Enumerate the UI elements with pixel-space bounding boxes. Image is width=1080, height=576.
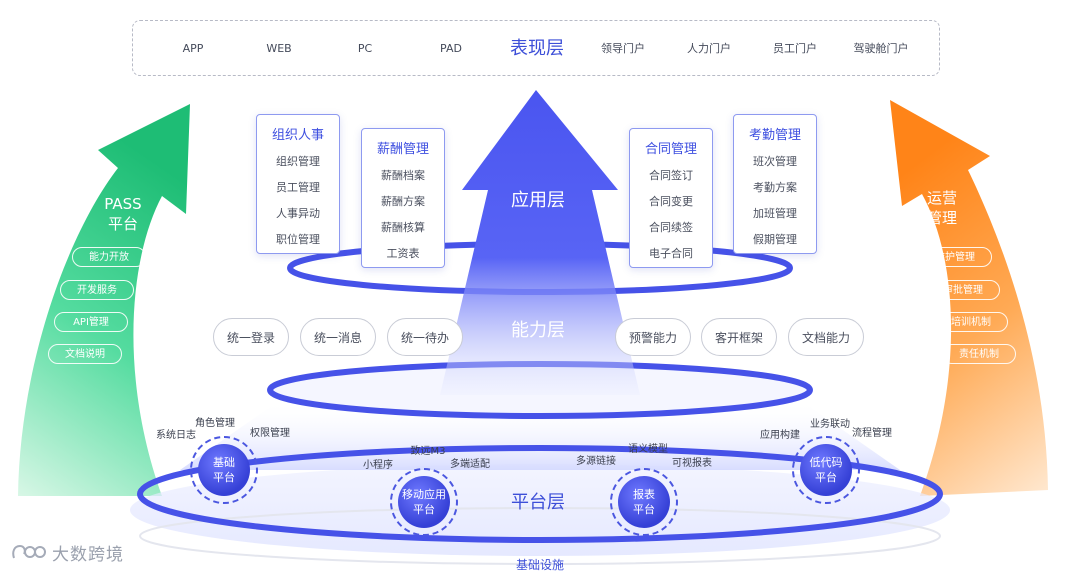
operations-title-line2: 管理 bbox=[926, 209, 958, 227]
node-tag: 系统日志 bbox=[156, 430, 196, 441]
presentation-item[interactable]: WEB bbox=[266, 42, 292, 55]
card-title: 组织人事 bbox=[271, 128, 324, 143]
card-item[interactable]: 组织管理 bbox=[276, 155, 320, 168]
presentation-item[interactable]: 人力门户 bbox=[687, 42, 731, 55]
watermark-icon bbox=[12, 544, 46, 558]
capability-item[interactable]: 预警能力 bbox=[615, 318, 691, 356]
card-title: 合同管理 bbox=[644, 142, 697, 157]
card-item[interactable]: 职位管理 bbox=[276, 233, 320, 246]
card-title: 薪酬管理 bbox=[376, 142, 429, 157]
node-tag: 小程序 bbox=[363, 460, 393, 471]
node-tag: 业务联动 bbox=[810, 419, 850, 430]
operations-item[interactable]: 维护管理 bbox=[918, 247, 992, 267]
infrastructure-label: 基础设施 bbox=[515, 558, 565, 572]
pass-title-line1: PASS bbox=[104, 195, 142, 213]
pass-title-line2: 平台 bbox=[107, 215, 139, 233]
central-arrow-shape bbox=[440, 90, 640, 395]
presentation-item[interactable]: APP bbox=[182, 42, 204, 55]
watermark-text: 大数跨境 bbox=[52, 545, 124, 565]
card-item[interactable]: 假期管理 bbox=[753, 233, 797, 246]
platform-node-basic[interactable]: 基础 平台 bbox=[190, 436, 258, 504]
platform-node-mobile[interactable]: 移动应用 平台 bbox=[390, 468, 458, 536]
card-item[interactable]: 薪酬档案 bbox=[381, 169, 425, 182]
platform-layer-label: 平台层 bbox=[511, 492, 565, 513]
operations-item[interactable]: 审批管理 bbox=[926, 280, 1000, 300]
capability-item[interactable]: 统一消息 bbox=[300, 318, 376, 356]
presentation-item[interactable]: PAD bbox=[440, 42, 462, 55]
platform-node-lowcode[interactable]: 低代码 平台 bbox=[792, 436, 860, 504]
presentation-item[interactable]: PC bbox=[357, 42, 373, 55]
watermark-logo: 大数跨境 bbox=[10, 540, 124, 565]
card-item[interactable]: 合同变更 bbox=[649, 195, 693, 208]
capability-item[interactable]: 文档能力 bbox=[788, 318, 864, 356]
node-tag: 语义模型 bbox=[628, 444, 668, 455]
pass-item[interactable]: 开发服务 bbox=[60, 280, 134, 300]
node-label: 报表 平台 bbox=[633, 488, 655, 516]
card-contract[interactable]: 合同管理 合同签订 合同变更 合同续签 电子合同 bbox=[629, 128, 713, 268]
presentation-layer-bar: APP WEB PC PAD 表现层 领导门户 人力门户 员工门户 驾驶舱门户 bbox=[132, 20, 940, 76]
node-label: 基础 平台 bbox=[213, 456, 235, 484]
operations-title: 运营 管理 bbox=[927, 188, 957, 228]
node-tag: 多源链接 bbox=[576, 456, 616, 467]
node-tag: 致远M3 bbox=[410, 446, 446, 457]
capability-layer-label: 能力层 bbox=[511, 320, 565, 341]
card-title: 考勤管理 bbox=[748, 128, 801, 143]
card-item[interactable]: 员工管理 bbox=[276, 181, 320, 194]
capability-item[interactable]: 统一登录 bbox=[213, 318, 289, 356]
node-tag: 多端适配 bbox=[450, 459, 490, 470]
card-item[interactable]: 加班管理 bbox=[753, 207, 797, 220]
node-tag: 权限管理 bbox=[250, 428, 290, 439]
platform-node-report[interactable]: 报表 平台 bbox=[610, 468, 678, 536]
card-org-personnel[interactable]: 组织人事 组织管理 员工管理 人事异动 职位管理 bbox=[256, 114, 340, 254]
card-attendance[interactable]: 考勤管理 班次管理 考勤方案 加班管理 假期管理 bbox=[733, 114, 817, 254]
capability-item[interactable]: 统一待办 bbox=[387, 318, 463, 356]
operations-arrow-shape bbox=[890, 100, 1048, 496]
pass-platform-title: PASS 平台 bbox=[104, 194, 141, 234]
card-item[interactable]: 电子合同 bbox=[649, 247, 693, 260]
application-layer-label: 应用层 bbox=[511, 190, 565, 211]
node-tag: 流程管理 bbox=[852, 428, 892, 439]
pass-item[interactable]: 能力开放 bbox=[72, 247, 146, 267]
operations-title-line1: 运营 bbox=[926, 189, 958, 207]
pass-arrow-shape bbox=[18, 104, 190, 496]
node-tag: 角色管理 bbox=[195, 418, 235, 429]
card-item[interactable]: 班次管理 bbox=[753, 155, 797, 168]
operations-item[interactable]: 培训机制 bbox=[934, 312, 1008, 332]
card-item[interactable]: 考勤方案 bbox=[753, 181, 797, 194]
pass-item[interactable]: 文档说明 bbox=[48, 344, 122, 364]
card-item[interactable]: 工资表 bbox=[386, 247, 420, 260]
card-compensation[interactable]: 薪酬管理 薪酬档案 薪酬方案 薪酬核算 工资表 bbox=[361, 128, 445, 268]
node-tag: 可视报表 bbox=[672, 458, 712, 469]
pass-item[interactable]: API管理 bbox=[54, 312, 128, 332]
card-item[interactable]: 合同续签 bbox=[649, 221, 693, 234]
card-item[interactable]: 人事异动 bbox=[276, 207, 320, 220]
presentation-layer-title: 表现层 bbox=[510, 38, 564, 59]
capability-item[interactable]: 客开框架 bbox=[701, 318, 777, 356]
node-label: 移动应用 平台 bbox=[402, 488, 446, 516]
presentation-item[interactable]: 员工门户 bbox=[773, 42, 817, 55]
card-item[interactable]: 合同签订 bbox=[649, 169, 693, 182]
card-item[interactable]: 薪酬方案 bbox=[381, 195, 425, 208]
presentation-item[interactable]: 领导门户 bbox=[601, 42, 645, 55]
node-tag: 应用构建 bbox=[760, 430, 800, 441]
card-item[interactable]: 薪酬核算 bbox=[381, 221, 425, 234]
presentation-item[interactable]: 驾驶舱门户 bbox=[853, 42, 909, 55]
operations-item[interactable]: 责任机制 bbox=[942, 344, 1016, 364]
node-label: 低代码 平台 bbox=[809, 456, 843, 484]
